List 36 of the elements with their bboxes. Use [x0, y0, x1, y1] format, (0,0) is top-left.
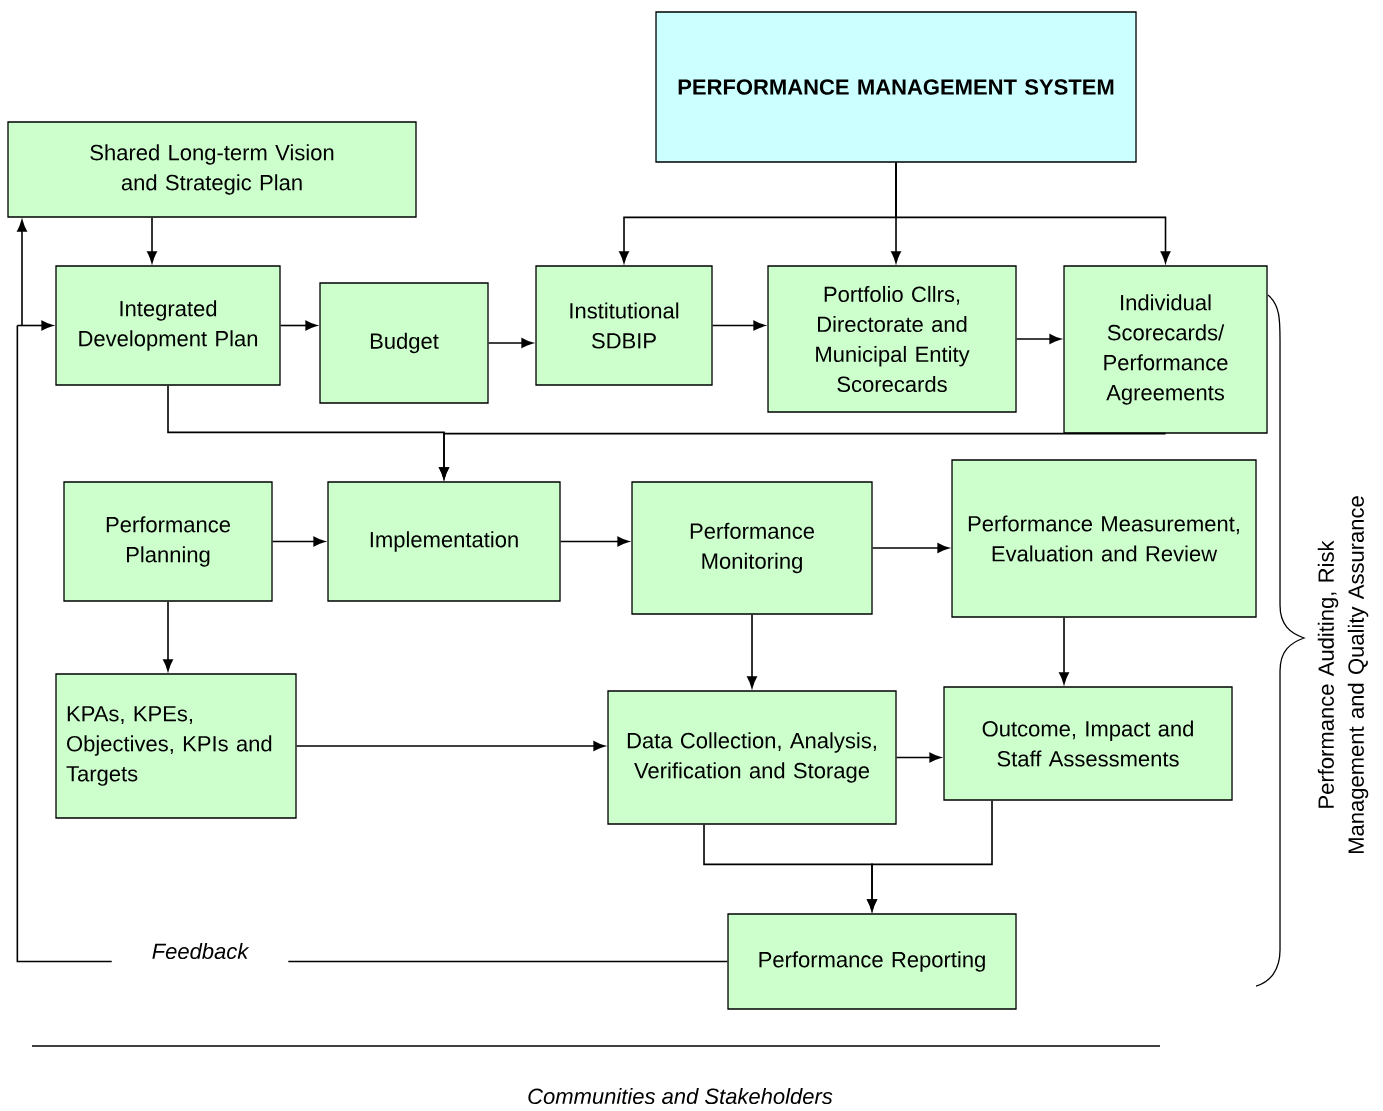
- process-box: Performance Monitoring: [631, 481, 873, 615]
- arrow: [271, 536, 325, 547]
- process-box: Institutional SDBIP: [535, 265, 713, 386]
- arrow: [147, 216, 157, 263]
- process-box: Performance Reporting: [727, 913, 1017, 1010]
- process-box: Individual Scorecards/ Performance Agreements: [1063, 265, 1268, 434]
- arrow: [747, 613, 757, 688]
- process-box: Outcome, Impact and Staff Assessments: [943, 686, 1233, 801]
- title-box: PERFORMANCE MANAGEMENT SYSTEM: [655, 11, 1137, 163]
- side-label: Performance Auditing, Risk Management and Quality Assurance: [1317, 496, 1369, 853]
- process-box: Integrated Development Plan: [55, 265, 281, 386]
- arrow: [1015, 334, 1061, 344]
- arrow: [279, 320, 317, 331]
- arrow: [895, 161, 1171, 263]
- arrow: [17, 220, 27, 327]
- arrow: [711, 320, 765, 331]
- edge-label: Feedback: [111, 938, 289, 964]
- arrow: [867, 799, 993, 911]
- arrow: [1059, 616, 1069, 684]
- process-box: Portfolio Cllrs, Directorate and Municipal Entity Scorecards: [767, 265, 1017, 413]
- arrow: [439, 431, 1167, 479]
- process-box: Data Collection, Analysis, Verification and Storage: [607, 690, 897, 825]
- process-box: Performance Measurement, Evaluation and Review: [951, 459, 1257, 618]
- process-box: Shared Long-term Vision and Strategic Plan: [7, 121, 417, 218]
- arrow: [487, 338, 533, 348]
- process-box: Budget: [319, 282, 489, 404]
- arrow: [163, 600, 173, 671]
- process-box: KPAs, KPEs, Objectives, KPIs and Targets: [55, 673, 297, 819]
- arrow: [295, 741, 605, 751]
- footer-label: Communities and Stakeholders: [528, 1087, 833, 1105]
- arrow: [871, 543, 949, 553]
- process-box: Implementation: [327, 481, 561, 602]
- arrow: [895, 752, 941, 763]
- arrow: [559, 536, 629, 547]
- arrow: [16, 320, 53, 331]
- process-box: Performance Planning: [63, 481, 273, 602]
